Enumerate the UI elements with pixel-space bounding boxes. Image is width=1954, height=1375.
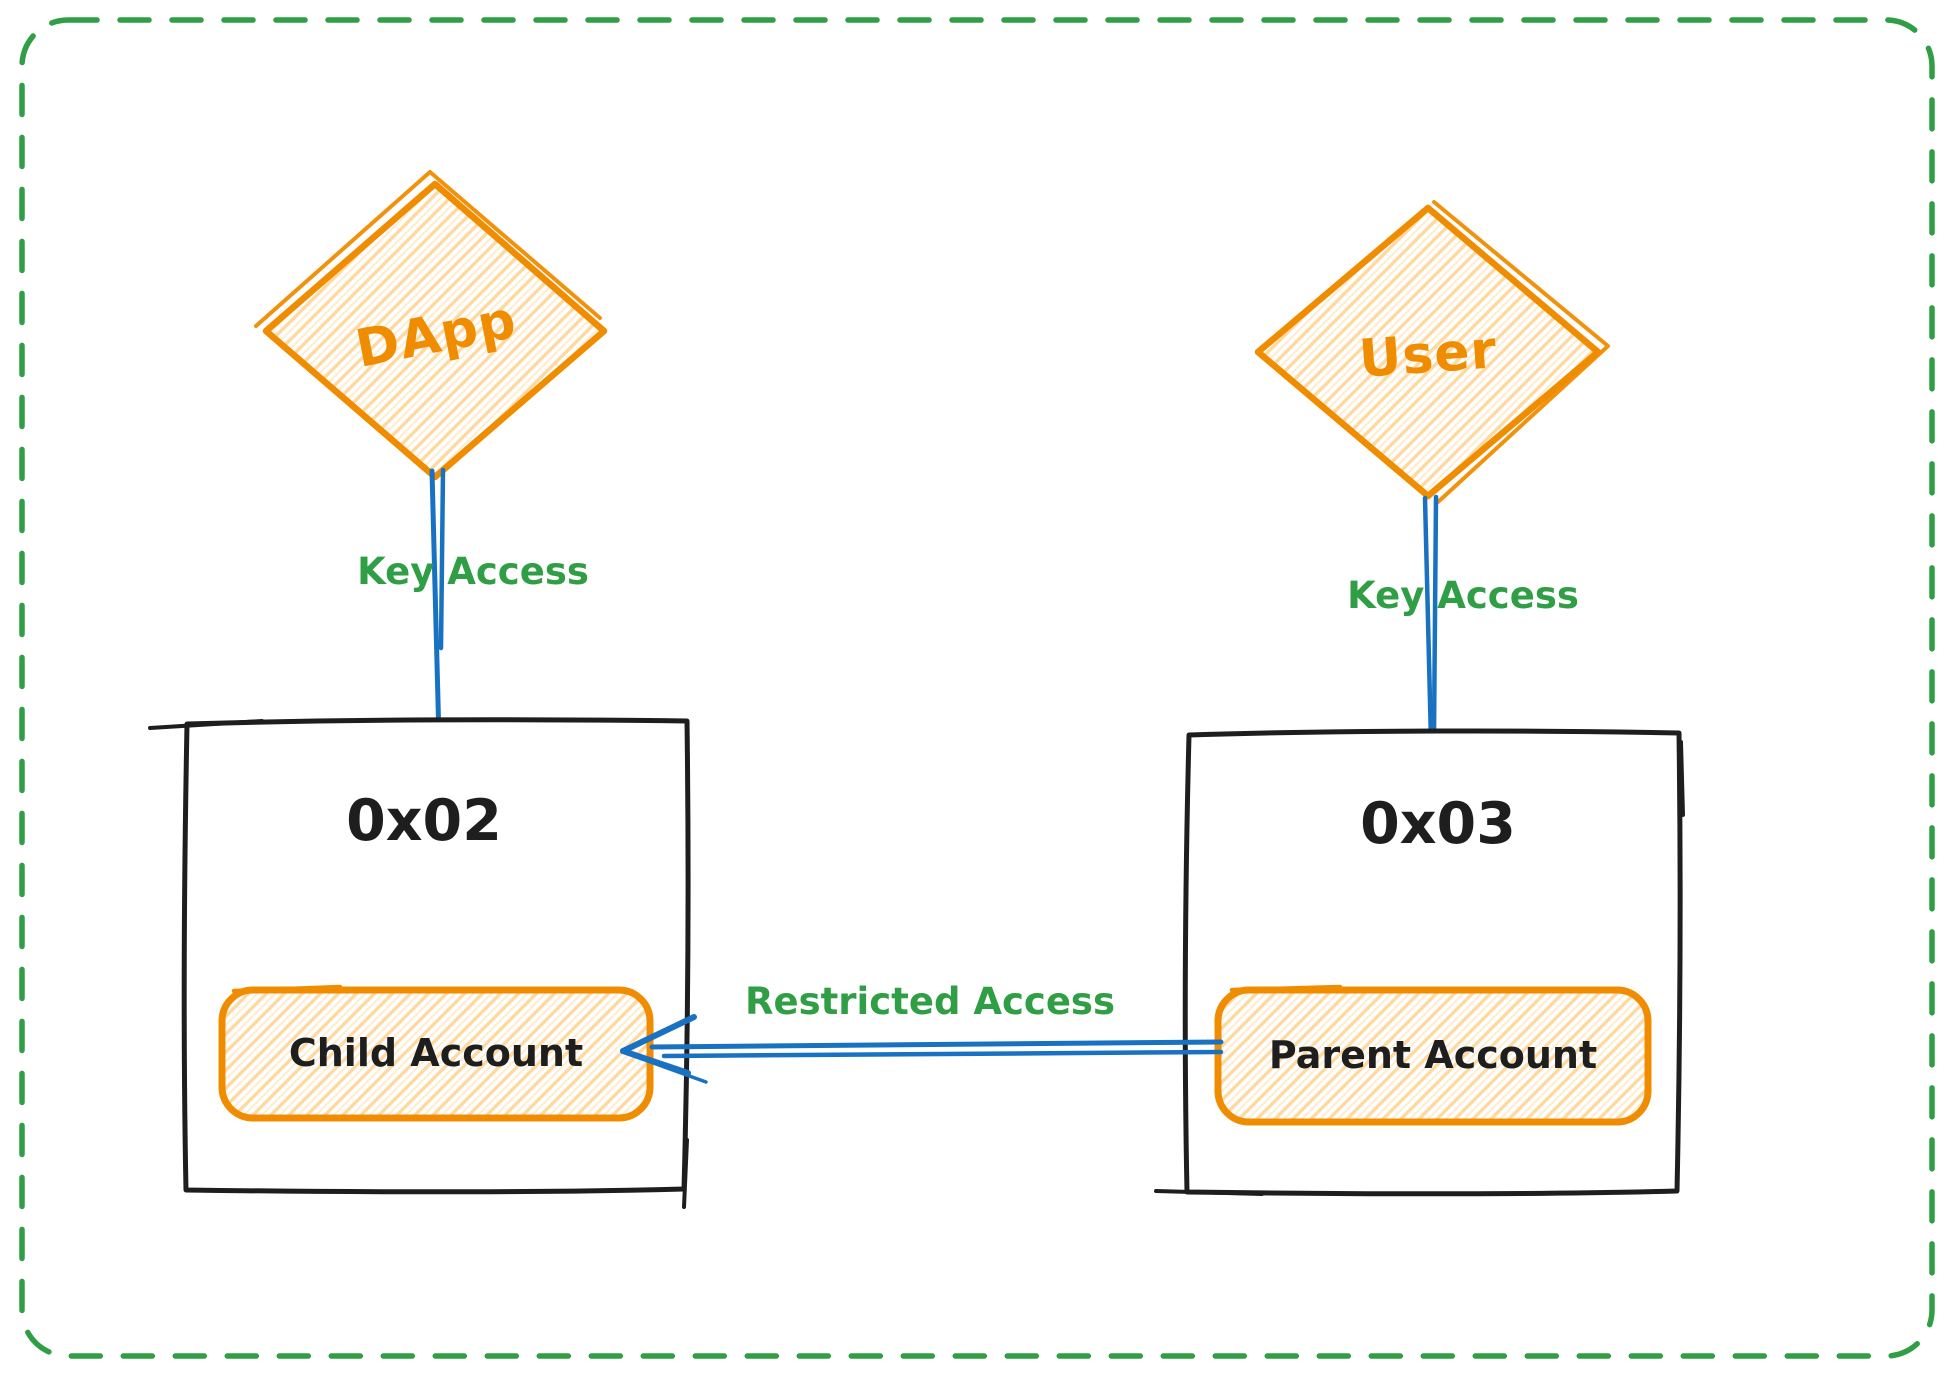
child-account-label: Child Account xyxy=(289,1031,583,1075)
wallet-child-address: 0x02 xyxy=(346,788,502,854)
node-wallet-parent: 0x03 Parent Account xyxy=(1154,728,1685,1197)
user-diamond-sketch-echo xyxy=(1432,200,1610,504)
parent-account-pill-shape xyxy=(1214,986,1652,1126)
wallet-parent-address: 0x03 xyxy=(1360,791,1516,857)
edge-user-to-parent: Key Access xyxy=(1347,494,1579,745)
wallet-child-box-overshoot-right xyxy=(682,1138,689,1209)
edge-label-restricted-access: Restricted Access xyxy=(745,980,1115,1023)
edge-parent-to-child: Restricted Access xyxy=(620,980,1224,1084)
parent-account-pill-echo xyxy=(1229,984,1343,993)
parent-account-pill: Parent Account xyxy=(1214,984,1652,1126)
child-account-pill-echo xyxy=(231,984,343,994)
dapp-diamond-sketch-echo xyxy=(254,170,602,328)
node-dapp: DApp xyxy=(254,170,608,481)
child-account-pill-shape xyxy=(218,986,654,1122)
user-label: User xyxy=(1357,320,1499,389)
user-diamond-shape xyxy=(1254,204,1602,500)
user-parent-connector-line xyxy=(1422,495,1434,745)
wallet-parent-box-overshoot-right xyxy=(1679,740,1685,817)
user-parent-connector-line-echo xyxy=(1431,494,1439,738)
edge-dapp-to-child: Key Access xyxy=(357,467,589,743)
parent-account-label: Parent Account xyxy=(1269,1033,1597,1077)
restricted-access-line-echo xyxy=(661,1049,1224,1059)
child-account-pill: Child Account xyxy=(218,984,654,1122)
node-user: User xyxy=(1254,200,1610,504)
edge-label-key-access-left: Key Access xyxy=(357,550,589,593)
restricted-access-arrowhead-echo xyxy=(632,1054,708,1084)
restricted-access-line xyxy=(649,1039,1224,1050)
node-wallet-child: 0x02 Child Account xyxy=(148,717,691,1209)
wallet-parent-box-overshoot-bottom xyxy=(1154,1189,1264,1196)
dapp-diamond-shape xyxy=(262,180,608,481)
dapp-child-connector-line-echo xyxy=(438,467,446,651)
dapp-child-connector-line xyxy=(429,468,442,743)
dashed-frame xyxy=(19,17,1935,1359)
edge-label-key-access-right: Key Access xyxy=(1347,574,1579,617)
wallet-child-box-overshoot-top xyxy=(148,719,264,730)
restricted-access-arrowhead-upper xyxy=(620,1014,697,1054)
